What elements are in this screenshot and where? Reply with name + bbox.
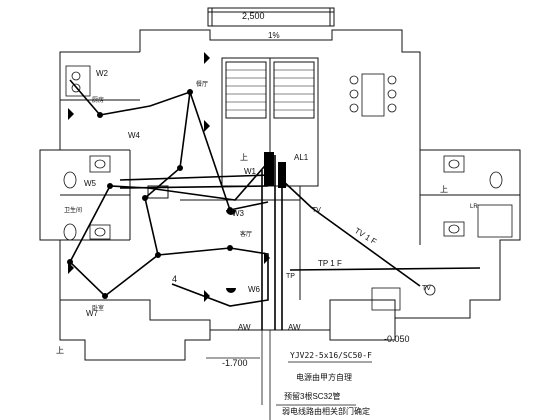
panel-box [278, 162, 286, 188]
stair-up-right: 上 [440, 185, 448, 194]
power-note: 电源由甲方自理 [296, 372, 352, 382]
circuit-w7: W7 [86, 309, 99, 318]
note-leaders [206, 330, 372, 420]
tp-label: TP [286, 273, 295, 280]
stair-treads [226, 69, 314, 111]
circuit-w4: W4 [128, 131, 141, 140]
interior-walls [60, 99, 520, 300]
dim-top: 2,500 [242, 11, 265, 21]
panel-label: AL1 [294, 153, 309, 162]
stair-up-bottom: 上 [56, 346, 64, 355]
pipe-note: 预留3根SC32管 [284, 391, 340, 401]
weak-current-note: 弱电线路由相关部门确定 [282, 406, 370, 416]
fixtures [63, 65, 513, 311]
room-living: 客厅 [240, 230, 252, 238]
fixture-symbols [67, 52, 270, 302]
level-right: -0.050 [384, 334, 410, 344]
room-kitchen: 厨房 [92, 96, 104, 104]
stair-up-left: 上 [240, 153, 248, 162]
tv-left: TV [312, 207, 321, 214]
roof-canopy [207, 7, 335, 27]
circuit-w3: W3 [232, 209, 245, 218]
room-dining: 餐厅 [196, 80, 208, 88]
cable-spec: YJV22-5x16/SC50-F [290, 351, 372, 360]
circuit-w1: W1 [244, 167, 257, 176]
tp-1f: TP 1 F [318, 259, 342, 268]
panel-al1 [264, 152, 274, 186]
slope-label: 1% [268, 31, 280, 40]
lr-label: LR [470, 204, 478, 210]
circuit-w2: W2 [96, 69, 109, 78]
circuit-w5: W5 [84, 179, 97, 188]
wiring [69, 79, 481, 330]
room-bedroom: 卧室 [92, 304, 104, 312]
circuit-w6: W6 [248, 285, 261, 294]
tv-right: TV [422, 285, 431, 292]
number-4: 4 [172, 274, 177, 284]
aw-left: AW [238, 323, 251, 332]
aw-right: AW [288, 323, 301, 332]
level-left: -1.700 [222, 358, 248, 368]
dining-table [361, 73, 385, 117]
room-bath: 卫生间 [64, 206, 82, 214]
tv-1f: TV 1 F [353, 226, 378, 246]
planter [371, 287, 401, 311]
